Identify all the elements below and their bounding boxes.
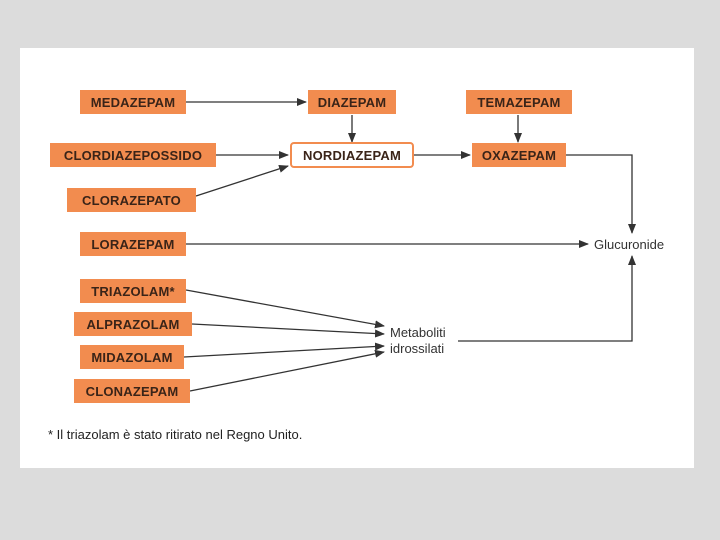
arrow-oxazepam-glucuronide <box>566 154 636 234</box>
box-temazepam: TEMAZEPAM <box>466 90 572 114</box>
box-clonazepam: CLONAZEPAM <box>74 379 190 403</box>
label-idrossilati: idrossilati <box>390 341 445 356</box>
label-glucuronide: Glucuronide <box>594 237 665 252</box>
box-alprazolam: ALPRAZOLAM <box>74 312 192 336</box>
box-midazolam: MIDAZOLAM <box>80 345 184 369</box>
label-metaboliti: Metaboliti <box>390 325 446 340</box>
arrow-clorazepato-nordiazepam <box>195 164 289 197</box>
box-clorazepato: CLORAZEPATO <box>67 188 196 212</box>
arrow-triazolam-metaboliti <box>185 289 385 329</box>
arrow-clonazepam-metaboliti <box>189 349 385 392</box>
box-diazepam: DIAZEPAM <box>308 90 396 114</box>
box-lorazepam: LORAZEPAM <box>80 232 186 256</box>
box-clordiazepossido: CLORDIAZEPOSSIDO <box>50 143 216 167</box>
arrow-metaboliti-glucuronide <box>458 255 636 342</box>
box-nordiazepam: NORDIAZEPAM <box>290 142 414 168</box>
footnote: * Il triazolam è stato ritirato nel Regn… <box>48 427 303 442</box>
box-triazolam: TRIAZOLAM* <box>80 279 186 303</box>
box-oxazepam: OXAZEPAM <box>472 143 566 167</box>
box-medazepam: MEDAZEPAM <box>80 90 186 114</box>
arrow-alprazolam-metaboliti <box>191 323 385 338</box>
arrow-midazolam-metaboliti <box>183 342 385 358</box>
